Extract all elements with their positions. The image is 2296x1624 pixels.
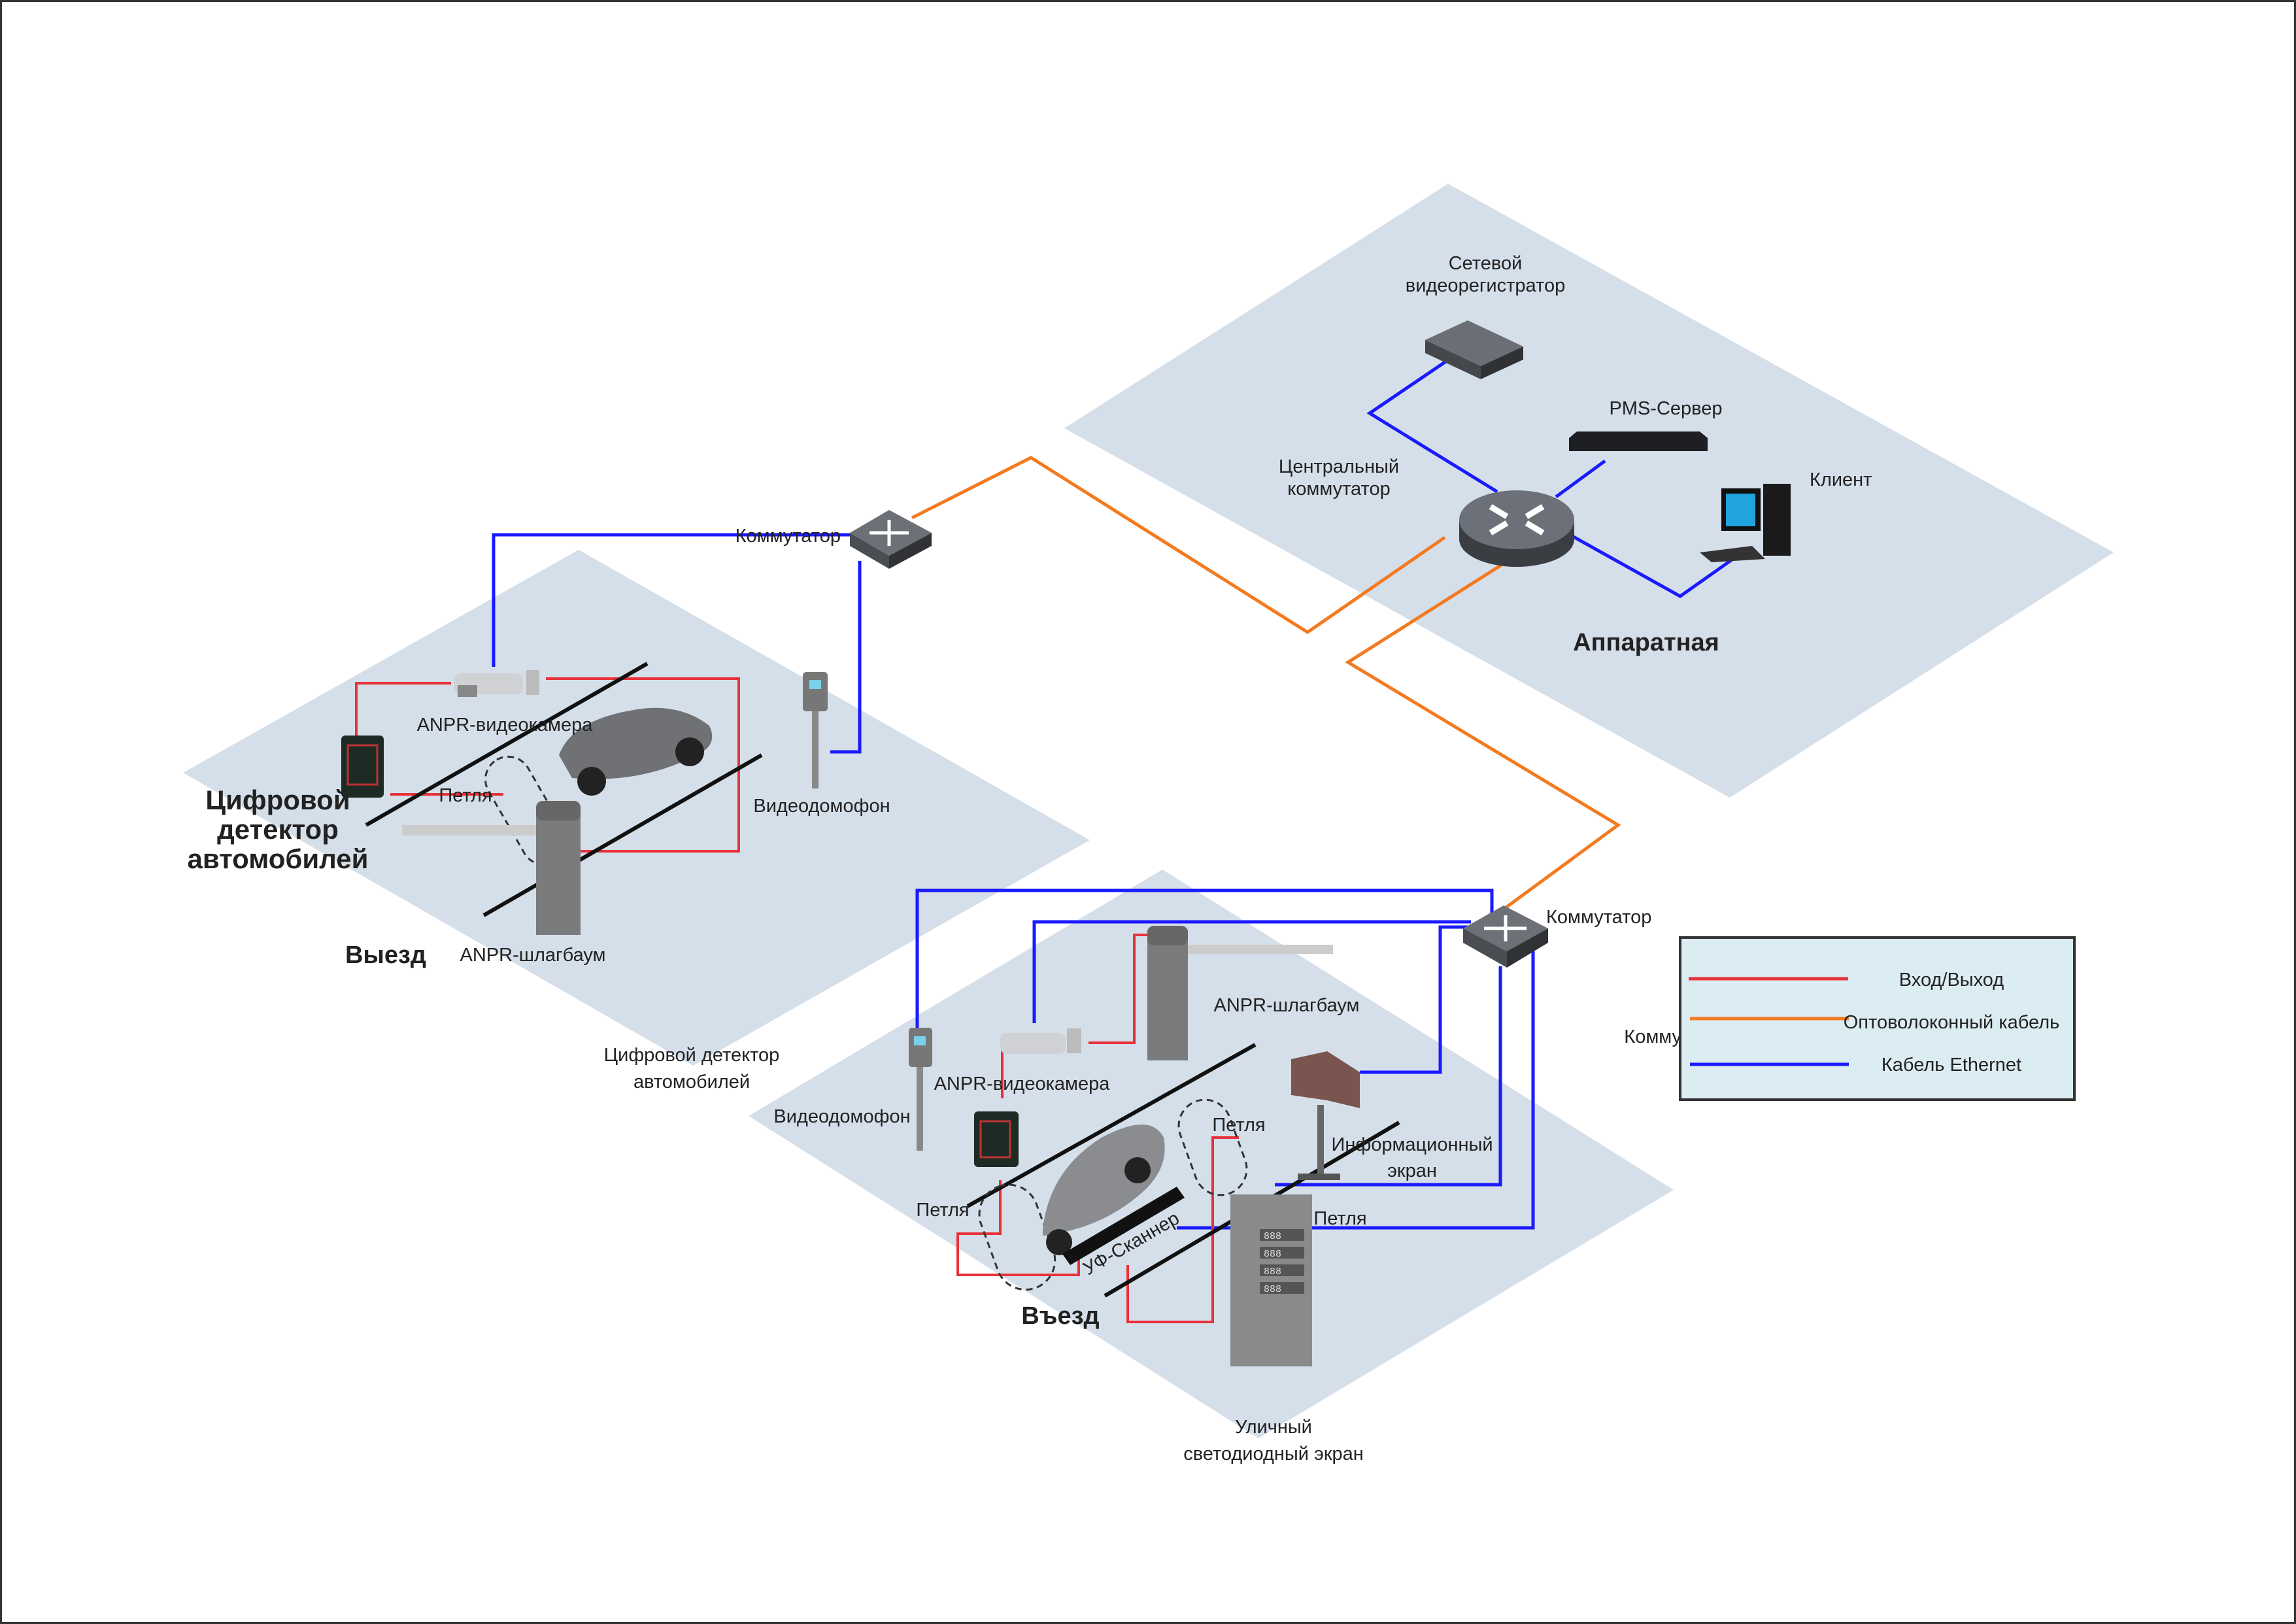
led-digits-3: 888 — [1264, 1266, 1281, 1277]
entry-vehicle-detector-icon[interactable] — [974, 1111, 1019, 1167]
exit-barrier-icon[interactable] — [402, 801, 581, 935]
entry-barrier-icon[interactable] — [1147, 926, 1333, 1060]
exit-detector-label-2: детектор — [217, 814, 339, 845]
pms-server-icon[interactable] — [1569, 431, 1708, 451]
fiber-cable-entry — [1345, 562, 1621, 916]
led-digits-2: 888 — [1264, 1249, 1281, 1260]
info-screen-label-2: экран — [1387, 1160, 1437, 1181]
ethernet-entry-info-screen — [1360, 925, 1474, 1074]
ethernet-entry-intercom — [915, 888, 1494, 1028]
io-entry-camera-barrier — [1089, 934, 1157, 1044]
led-street-screen-icon[interactable]: 888 888 888 888 — [1230, 1194, 1312, 1366]
zone-label-exit: Выезд — [345, 941, 426, 969]
exit-camera-label: ANPR-видеокамера — [417, 715, 594, 736]
info-screen-icon[interactable] — [1291, 1051, 1360, 1180]
nvr-icon[interactable] — [1425, 320, 1523, 379]
exit-intercom-label: Видеодомофон — [753, 796, 890, 817]
zone-exit — [183, 550, 1090, 1066]
ethernet-pms — [1555, 459, 1606, 499]
client-pc-icon[interactable] — [1700, 484, 1791, 562]
fiber-cable-exit — [911, 456, 1446, 634]
entry-loop-top-label: Петля — [1212, 1115, 1265, 1136]
entry-barrier-label: ANPR-шлагбаум — [1214, 995, 1360, 1016]
exit-switch-icon[interactable] — [850, 510, 932, 569]
zone-server-room — [1064, 184, 2114, 798]
ethernet-nvr — [1366, 359, 1498, 494]
client-label: Клиент — [1810, 469, 1872, 490]
entry-camera-label: ANPR-видеокамера — [934, 1074, 1111, 1094]
entry-switch-label: Коммутатор — [1546, 907, 1651, 928]
entry-anpr-camera-icon[interactable] — [1000, 1028, 1081, 1054]
io-entry-detector-loop — [956, 1180, 1080, 1276]
nvr-label-1: Сетевой — [1449, 253, 1523, 274]
ethernet-entry-led — [1275, 966, 1502, 1187]
exit-lane-line-2 — [482, 753, 763, 917]
entry-intercom-icon[interactable] — [909, 1028, 932, 1151]
ethernet-entry-camera — [1032, 920, 1471, 1023]
led-screen-label-1: Уличный — [1235, 1417, 1312, 1438]
zone-entry — [749, 870, 1674, 1438]
exit-intercom-icon[interactable] — [803, 672, 828, 788]
exit-switch-label: Коммутатор — [735, 526, 841, 547]
core-switch-icon[interactable] — [1459, 490, 1574, 567]
ethernet-exit-camera — [492, 533, 850, 667]
legend-label-io: Вход/Выход — [1899, 970, 2004, 990]
pms-server-label: PMS-Сервер — [1609, 398, 1722, 419]
nvr-label-2: видеорегистратор — [1406, 275, 1565, 296]
exit-barrier-label: ANPR-шлагбаум — [460, 945, 606, 966]
exit-detector-label-1: Цифровой — [205, 785, 350, 815]
exit-loop-icon — [484, 755, 568, 866]
entry-intercom-label: Видеодомофон — [773, 1106, 910, 1127]
exit-lane-line-1 — [365, 662, 649, 827]
entry-loop-top-icon — [1177, 1098, 1248, 1196]
led-digits-4: 888 — [1264, 1284, 1281, 1295]
entry-lane-line-1 — [966, 1043, 1257, 1208]
io-entry-loop-led — [1126, 1136, 1239, 1323]
exit-vehicle-detector-icon[interactable] — [341, 736, 384, 798]
legend-label-ethernet: Кабель Ethernet — [1882, 1055, 2021, 1075]
entry-switch-icon[interactable] — [1463, 905, 1548, 968]
info-screen-label-1: Информационный — [1331, 1134, 1493, 1155]
core-switch-label-2: коммутатор — [1287, 479, 1391, 499]
exit-anpr-camera-icon[interactable] — [454, 670, 539, 697]
entry-car-icon — [1043, 1125, 1165, 1255]
entry-loop-left-label: Петля — [916, 1200, 969, 1221]
entry-loop-right-label: Петля — [1313, 1208, 1366, 1229]
led-screen-label-2: светодиодный экран — [1183, 1444, 1364, 1464]
zone-label-entry: Въезд — [1021, 1302, 1099, 1330]
exit-car-icon — [559, 707, 713, 796]
zone-label-server-room: Аппаратная — [1573, 629, 1719, 656]
ethernet-client — [1571, 534, 1744, 598]
uv-scanner-icon[interactable] — [1062, 1187, 1185, 1265]
core-switch-label-1: Центральный — [1279, 456, 1399, 477]
legend: Вход/Выход Оптоволоконный кабель Кабель … — [1679, 936, 2076, 1101]
io-exit-detector-camera — [355, 682, 451, 756]
exit-loop-label: Петля — [439, 785, 492, 806]
legend-label-fiber: Оптоволоконный кабель — [1844, 1012, 2060, 1033]
ethernet-exit-intercom — [830, 561, 862, 754]
exit-detector-label-3: автомобилей — [188, 843, 369, 874]
led-digits-1: 888 — [1264, 1231, 1281, 1242]
detector-caption-2: автомобилей — [633, 1072, 750, 1092]
detector-caption-1: Цифровой детектор — [604, 1045, 780, 1066]
io-exit-camera-barrier — [546, 677, 740, 853]
